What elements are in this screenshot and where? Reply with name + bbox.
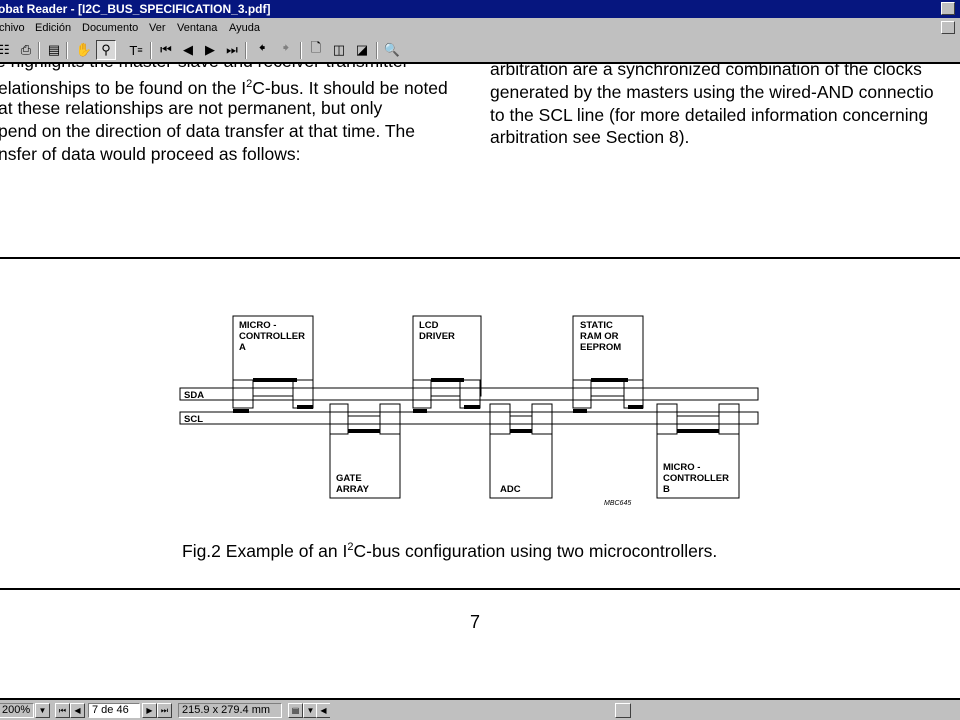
toolbar-separator	[376, 42, 378, 59]
menu-ayuda[interactable]: Ayuda	[229, 22, 260, 34]
last-page-button[interactable]: ⏭	[157, 703, 172, 718]
gate-array-label-1: GATE	[336, 473, 362, 484]
find-icon[interactable]: 🔍	[383, 42, 401, 57]
figure-code: MBC645	[604, 500, 631, 507]
right-text-line-2: generated by the masters using the wired…	[490, 82, 934, 102]
static-ram-label-1: STATIC	[580, 320, 613, 331]
lcd-label-1: LCD	[419, 320, 439, 331]
toolbar-separator	[66, 42, 68, 59]
menu-bar: chivo Edición Documento Ver Ventana Ayud…	[0, 18, 960, 38]
menu-archivo[interactable]: chivo	[0, 22, 25, 34]
go-forward-icon[interactable]: 🠺	[282, 40, 290, 55]
scroll-left-icon[interactable]: ◀	[316, 703, 331, 718]
hand-tool-icon[interactable]: ✋	[75, 42, 93, 57]
print-icon[interactable]: ⎙	[20, 42, 32, 57]
fit-page-icon[interactable]: ◫	[332, 42, 346, 57]
adc-label: ADC	[500, 484, 521, 495]
zoom-tool-icon[interactable]: ⚲	[96, 40, 116, 60]
superscript: 2	[246, 78, 253, 90]
menu-ver[interactable]: Ver	[149, 22, 166, 34]
sda-label: SDA	[184, 390, 204, 401]
micro-a-label-3: A	[239, 342, 246, 353]
page-number: 7	[470, 612, 481, 632]
page-layout-icon[interactable]: ▤	[288, 703, 303, 718]
caption-suffix: C-bus configuration using two microcontr…	[353, 541, 718, 561]
zoom-dropdown-icon[interactable]: ▼	[35, 703, 50, 718]
toolbar: ☷ ⎙ ▤ ✋ ⚲ T≡ ⏮ ◀ ▶ ⏭ 🠸 🠺 🗋 ◫ ◪ 🔍	[0, 38, 960, 64]
page-size-field: 215.9 x 279.4 mm	[178, 703, 282, 718]
static-ram-label-3: EEPROM	[580, 342, 621, 353]
first-page-button[interactable]: ⏮	[55, 703, 70, 718]
text-select-icon[interactable]: T≡	[129, 42, 143, 58]
menu-edicion[interactable]: Edición	[35, 22, 72, 34]
right-text-line-4: arbitration see Section 8).	[490, 127, 690, 147]
previous-page-button[interactable]: ◀	[70, 703, 85, 718]
left-text-line-3: at these relationships are not permanent…	[0, 98, 383, 118]
right-text-line-3: to the SCL line (for more detailed infor…	[490, 105, 929, 125]
fit-width-icon[interactable]: ◪	[355, 42, 369, 57]
i2c-bus-diagram: SDA SCL MICRO - CONTROLLER A LCD DRIVER …	[179, 315, 759, 507]
next-page-icon[interactable]: ▶	[205, 42, 215, 57]
actual-size-icon[interactable]: 🗋	[310, 40, 322, 55]
micro-a-label-1: MICRO -	[239, 320, 276, 331]
right-text-line-1: arbitration are a synchronized combinati…	[490, 64, 922, 79]
micro-a-label-2: CONTROLLER	[239, 331, 305, 342]
toolbar-separator	[38, 42, 40, 59]
show-bookmarks-icon[interactable]: ▤	[47, 42, 61, 57]
figure-top-rule	[0, 257, 960, 259]
next-page-button[interactable]: ▶	[142, 703, 157, 718]
lcd-label-2: DRIVER	[419, 331, 455, 342]
left-text-line-2a: elationships to be found on the I	[0, 77, 247, 98]
menu-ventana[interactable]: Ventana	[177, 22, 218, 34]
left-text-line-4: pend on the direction of data transfer a…	[0, 121, 416, 141]
first-page-icon[interactable]: ⏮	[160, 42, 172, 57]
micro-b-label-1: MICRO -	[663, 462, 700, 473]
title-bar: obat Reader - [I2C_BUS_SPECIFICATION_3.p…	[0, 0, 960, 18]
scrollbar-thumb[interactable]	[615, 703, 631, 718]
menu-documento[interactable]: Documento	[82, 22, 139, 34]
figure-bottom-rule	[0, 588, 960, 590]
micro-b-label-3: B	[663, 484, 670, 495]
go-back-icon[interactable]: 🠸	[258, 40, 266, 55]
minimize-button[interactable]	[941, 2, 955, 15]
open-icon[interactable]: ☷	[0, 42, 10, 57]
status-bar: 200% ▼ ⏮ ◀ 7 de 46 ▶ ⏭ 215.9 x 279.4 mm …	[0, 698, 960, 720]
scl-label: SCL	[184, 414, 203, 425]
left-text-line-2: elationships to be found on the I2C-bus.…	[0, 73, 448, 99]
gate-array-label-2: ARRAY	[336, 484, 370, 495]
micro-b-label-2: CONTROLLER	[663, 473, 729, 484]
toolbar-separator	[245, 42, 247, 59]
toolbar-separator	[300, 42, 302, 59]
caption-prefix: Fig.2 Example of an I	[182, 541, 348, 561]
caption-superscript: 2	[347, 541, 354, 554]
left-text-line-2b: C-bus. It should be noted	[252, 77, 448, 98]
last-page-icon[interactable]: ⏭	[226, 42, 238, 57]
horizontal-scrollbar[interactable]	[330, 703, 960, 718]
document-view[interactable]: e highlights the master-slave and receiv…	[0, 64, 960, 698]
restore-document-button[interactable]	[941, 21, 955, 34]
page-indicator[interactable]: 7 de 46	[88, 703, 140, 718]
toolbar-separator	[150, 42, 152, 59]
window-title: obat Reader - [I2C_BUS_SPECIFICATION_3.p…	[0, 2, 271, 16]
left-text-line-5: nsfer of data would proceed as follows:	[0, 144, 301, 164]
static-ram-label-2: RAM OR	[580, 331, 619, 342]
figure-caption: Fig.2 Example of an I2C-bus configuratio…	[182, 541, 717, 562]
previous-page-icon[interactable]: ◀	[183, 42, 193, 57]
left-text-line-1: e highlights the master-slave and receiv…	[0, 64, 408, 72]
zoom-field[interactable]: 200%	[0, 703, 34, 718]
